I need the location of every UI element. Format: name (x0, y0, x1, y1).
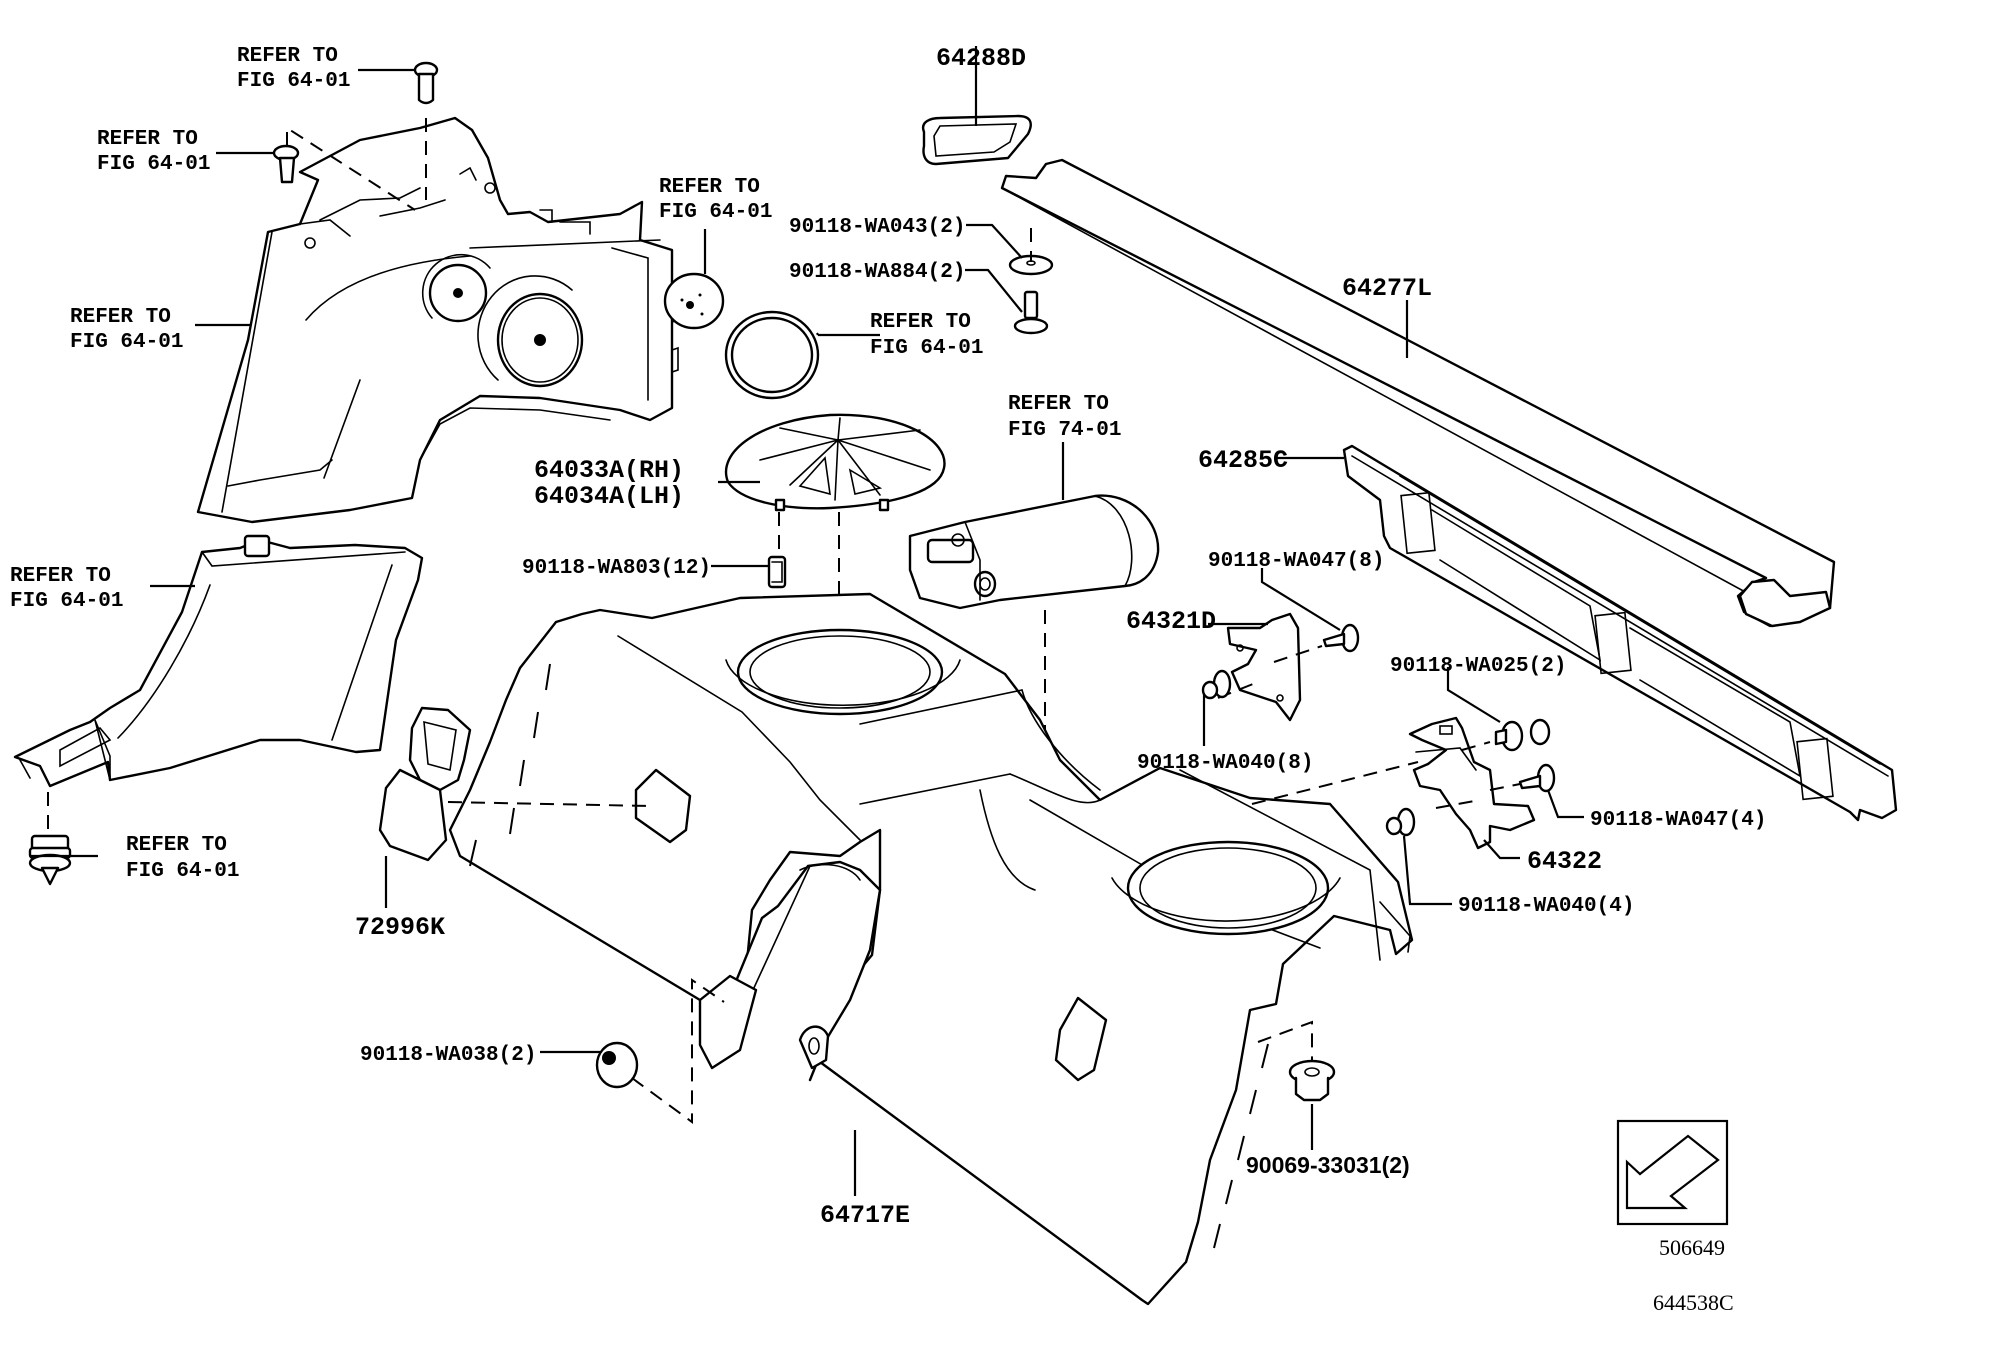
part-label-90118-wa038[interactable]: 90118-WA038(2) (360, 1044, 536, 1067)
pin-fastener-wa040-8[interactable] (1201, 669, 1232, 700)
pin-fastener-wa040-4[interactable] (1385, 807, 1416, 837)
refer-label-jack-line1: REFER TO (1008, 393, 1109, 416)
clip-fastener-top[interactable] (272, 126, 416, 211)
speaker-ring[interactable] (724, 310, 820, 400)
bolt-fastener-top[interactable] (413, 61, 439, 200)
part-label-90118-wa803[interactable]: 90118-WA803(12) (522, 557, 711, 580)
part-label-90118-wa040-8[interactable]: 90118-WA040(8) (1137, 752, 1313, 775)
part-label-90118-wa040-4[interactable]: 90118-WA040(4) (1458, 895, 1634, 918)
washer-wa043[interactable] (1008, 228, 1054, 276)
direction-arrow-icon (1625, 1134, 1720, 1210)
pin-fastener-wa047-8[interactable] (1322, 623, 1360, 653)
speaker-grille[interactable] (725, 413, 946, 700)
figure-number: 644538C (1653, 1290, 1734, 1315)
part-label-90118-wa043[interactable]: 90118-WA043(2) (789, 216, 965, 239)
luggage-floor-trim-panel[interactable] (448, 592, 1414, 1306)
view-direction-box (1616, 1119, 1729, 1226)
vent-grille-64288d[interactable] (921, 114, 1032, 166)
speaker-cap[interactable] (663, 272, 725, 330)
refer-label-push-clip-line1: REFER TO (126, 834, 227, 857)
part-label-90118-wa047-4[interactable]: 90118-WA047(4) (1590, 809, 1766, 832)
part-label-64717e[interactable]: 64717E (820, 1201, 910, 1230)
part-label-90069-33031[interactable]: 90069-33031(2) (1246, 1152, 1410, 1178)
part-label-64321d[interactable]: 64321D (1126, 607, 1216, 636)
clip-nut-wa803[interactable] (767, 555, 787, 589)
refer-label-clip-top-line2: FIG 64-01 (97, 153, 210, 176)
refer-label-ring-line2: FIG 64-01 (870, 337, 983, 360)
part-label-64033a-rh[interactable]: 64033A(RH) (534, 456, 684, 485)
refer-label-ring-line1: REFER TO (870, 311, 971, 334)
bracket-64321d[interactable] (1217, 612, 1323, 722)
tonneau-cover-rail-64277l[interactable] (1000, 158, 1836, 628)
refer-label-pillar-trim-line2: FIG 64-01 (10, 590, 123, 613)
access-lid-72996k[interactable] (378, 706, 651, 862)
part-label-72996k[interactable]: 72996K (355, 913, 445, 942)
part-label-90118-wa884[interactable]: 90118-WA884(2) (789, 261, 965, 284)
part-label-90118-wa025[interactable]: 90118-WA025(2) (1390, 655, 1566, 678)
refer-label-jack-line2: FIG 74-01 (1008, 419, 1121, 442)
jack-assembly[interactable] (908, 494, 1160, 800)
refer-label-cap-line2: FIG 64-01 (659, 201, 772, 224)
back-panel-trim-64285c[interactable] (1342, 444, 1898, 822)
bracket-64322[interactable] (1251, 716, 1536, 850)
push-clip-fastener[interactable] (28, 792, 72, 886)
refer-label-pillar-trim-line1: REFER TO (10, 565, 111, 588)
refer-label-quarter-panel-line2: FIG 64-01 (70, 331, 183, 354)
refer-label-bolt-top-line1: REFER TO (237, 45, 338, 68)
quarter-trim-panel-upper[interactable] (196, 116, 679, 524)
clip-fastener-wa038[interactable] (595, 978, 725, 1124)
part-label-64034a-lh[interactable]: 64034A(LH) (534, 482, 684, 511)
refer-label-push-clip-line2: FIG 64-01 (126, 860, 239, 883)
flange-nut[interactable] (1288, 1059, 1336, 1102)
part-label-64277l[interactable]: 64277L (1342, 274, 1432, 303)
view-indicator-code: 506649 (1659, 1235, 1725, 1260)
leader-lines (30, 46, 1584, 1196)
pillar-trim-panel[interactable] (13, 534, 424, 788)
refer-label-cap-line1: REFER TO (659, 176, 760, 199)
part-label-64285c[interactable]: 64285C (1198, 446, 1288, 475)
part-label-64288d[interactable]: 64288D (936, 44, 1026, 73)
refer-label-bolt-top-line2: FIG 64-01 (237, 70, 350, 93)
part-label-64322[interactable]: 64322 (1527, 847, 1602, 876)
refer-label-quarter-panel-line1: REFER TO (70, 306, 171, 329)
refer-label-clip-top-line1: REFER TO (97, 128, 198, 151)
pin-wa884[interactable] (1013, 290, 1049, 335)
part-label-90118-wa047-8[interactable]: 90118-WA047(8) (1208, 550, 1384, 573)
screw-fastener-wa025[interactable] (1494, 718, 1551, 752)
pin-fastener-wa047-4[interactable] (1518, 763, 1556, 793)
